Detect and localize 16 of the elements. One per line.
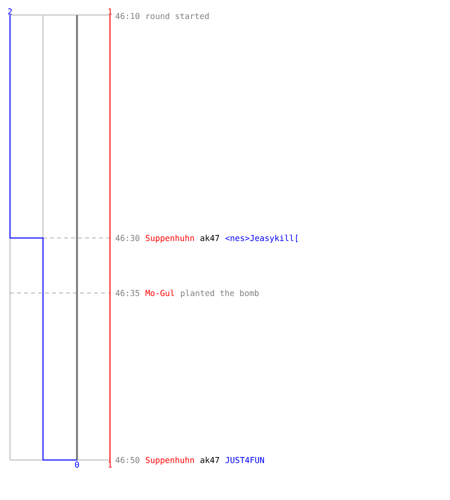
weapon-name: ak47 — [200, 456, 220, 464]
event-text: round started — [146, 12, 209, 20]
event-text: planted the bomb — [180, 290, 259, 298]
weapon-name: ak47 — [200, 234, 220, 242]
count-label: 1 — [108, 8, 112, 14]
timestamp: 46:30 — [116, 234, 140, 242]
player-name: Mo-Gul — [146, 290, 174, 296]
player-name: Suppenhuhn — [146, 456, 194, 465]
player-name: Suppenhuhn — [146, 234, 194, 243]
count-label: 2 — [8, 8, 12, 14]
timestamp: 46:10 — [116, 12, 140, 20]
timestamp: 46:50 — [116, 456, 140, 464]
timestamp: 46:35 — [116, 290, 140, 296]
count-label: 0 — [75, 461, 79, 468]
player-name: JUST4FUN — [226, 456, 264, 464]
player-name: <nes>Jeasykill[ — [225, 234, 298, 243]
